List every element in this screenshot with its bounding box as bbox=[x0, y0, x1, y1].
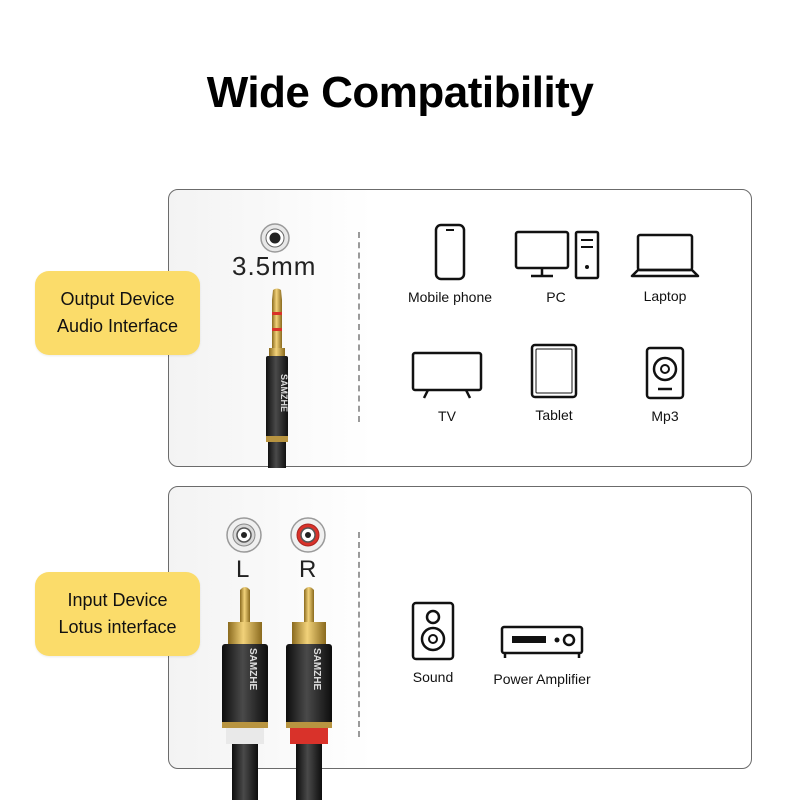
device-pc: PC bbox=[506, 229, 606, 305]
input-panel bbox=[168, 486, 752, 769]
device-power-amplifier: Power Amplifier bbox=[486, 623, 598, 687]
device-label: PC bbox=[546, 289, 566, 305]
input-badge-line1: Input Device bbox=[67, 590, 168, 610]
power-amplifier-icon bbox=[500, 625, 584, 658]
rca-jack-right-icon bbox=[290, 517, 326, 553]
right-channel-label: R bbox=[299, 556, 318, 583]
left-channel-label: L bbox=[236, 556, 251, 583]
rca-left-brand-text: SAMZHE bbox=[247, 648, 258, 691]
output-badge-line2: Audio Interface bbox=[56, 316, 179, 336]
rca-right-brand-text: SAMZHE bbox=[311, 648, 322, 691]
input-divider bbox=[358, 532, 360, 737]
device-label: Mobile phone bbox=[407, 289, 493, 305]
speaker-icon bbox=[411, 601, 455, 661]
rca-plug-right-icon: SAMZHE bbox=[286, 587, 332, 800]
audio-jack-icon bbox=[260, 223, 290, 253]
device-tablet: Tablet bbox=[504, 343, 604, 423]
mp3-player-icon bbox=[645, 346, 685, 400]
device-label: Tablet bbox=[535, 407, 573, 423]
device-mp3: Mp3 bbox=[615, 346, 715, 424]
device-laptop: Laptop bbox=[615, 232, 715, 304]
jack-size-label: 3.5mm bbox=[232, 251, 317, 281]
input-badge-line2: Lotus interface bbox=[58, 617, 177, 637]
device-mobile-phone: Mobile phone bbox=[400, 223, 500, 305]
device-label: Mp3 bbox=[651, 408, 679, 424]
device-tv: TV bbox=[397, 350, 497, 424]
mobile-phone-icon bbox=[434, 223, 466, 281]
laptop-icon bbox=[630, 233, 700, 278]
device-sound: Sound bbox=[383, 601, 483, 685]
device-label: Power Amplifier bbox=[493, 671, 591, 687]
rca-plug-left-icon: SAMZHE bbox=[222, 587, 268, 800]
aux-plug-cable-icon: SAMZHE bbox=[266, 288, 289, 468]
page-title: Wide Compatibility bbox=[206, 68, 594, 117]
input-badge: Input Device Lotus interface bbox=[35, 572, 200, 656]
output-badge: Output Device Audio Interface bbox=[35, 271, 200, 355]
device-label: TV bbox=[438, 408, 456, 424]
desktop-pc-icon bbox=[514, 230, 600, 280]
rca-jack-left-icon bbox=[226, 517, 262, 553]
tv-icon bbox=[411, 351, 483, 399]
tablet-icon bbox=[530, 343, 578, 399]
device-label: Sound bbox=[412, 669, 454, 685]
aux-brand-text: SAMZHE bbox=[279, 374, 289, 412]
output-divider bbox=[358, 232, 360, 422]
device-label: Laptop bbox=[643, 288, 687, 304]
output-badge-line1: Output Device bbox=[60, 289, 175, 309]
